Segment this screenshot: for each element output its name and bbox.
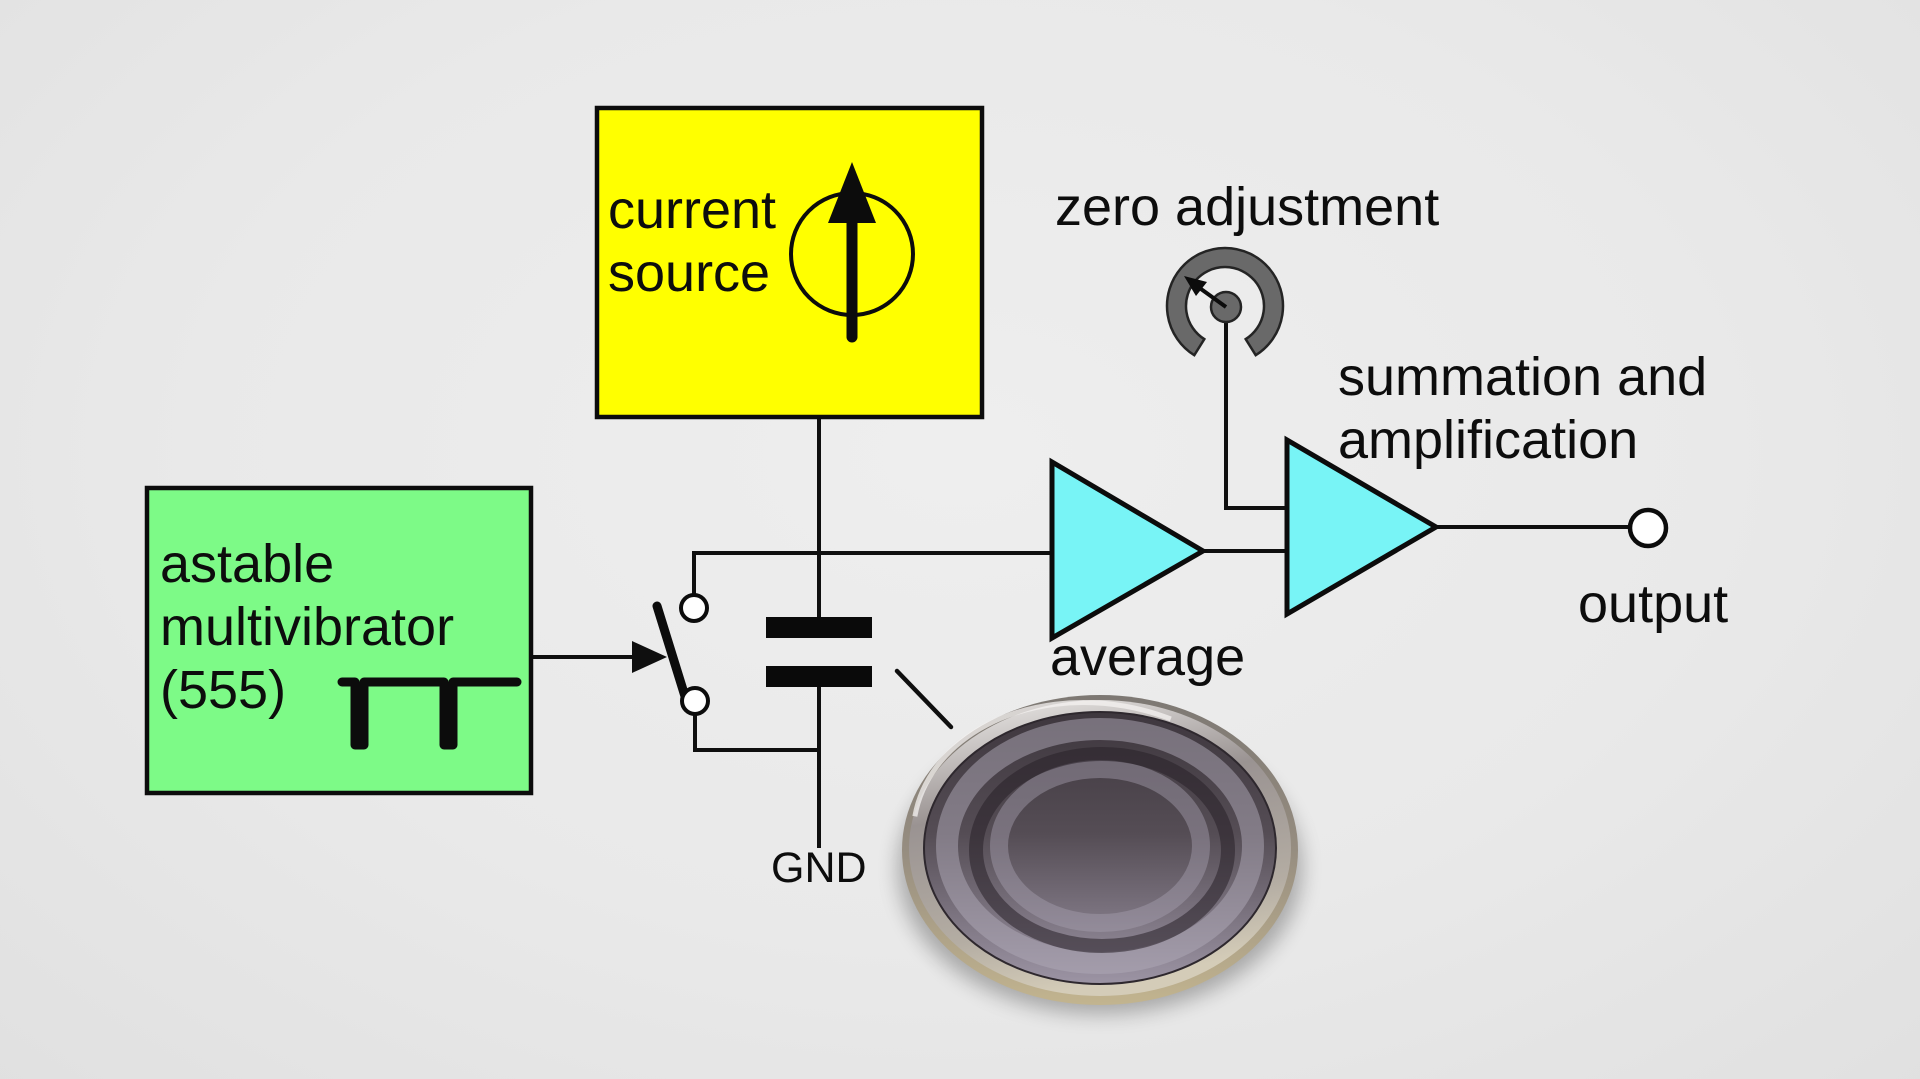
average-label: average bbox=[1050, 627, 1246, 687]
capacitor-icon bbox=[766, 617, 872, 687]
knob-needle bbox=[1199, 287, 1228, 309]
current-source-box bbox=[594, 105, 985, 420]
gnd-label: GND bbox=[771, 844, 867, 892]
summation-amplifier-icon bbox=[1284, 435, 1441, 619]
switch-drive-arrowhead bbox=[632, 641, 667, 673]
knob-needle-arrowhead bbox=[1184, 276, 1207, 296]
wire-switch-top-to-average bbox=[692, 551, 1052, 596]
wire-knob-to-summation bbox=[1224, 320, 1287, 510]
pointer-line-to-disc bbox=[894, 668, 954, 730]
knob-ring bbox=[1165, 246, 1285, 357]
switch-bottom-contact bbox=[680, 686, 710, 716]
average-amplifier-icon bbox=[1049, 457, 1208, 643]
current-source-icon bbox=[789, 162, 915, 343]
disc-outer-ridge bbox=[936, 718, 1264, 974]
capacitor-bottom-plate bbox=[766, 666, 872, 687]
astable-multivibrator-label: astable multivibrator (555) bbox=[160, 534, 455, 720]
switch-icon bbox=[632, 593, 710, 716]
current-source-label: current source bbox=[608, 180, 777, 303]
output-label: output bbox=[1578, 574, 1729, 634]
disc-highlight bbox=[910, 700, 1290, 998]
pulse-waveform-icon bbox=[337, 677, 522, 750]
zero-adjustment-knob-icon bbox=[1165, 246, 1285, 357]
astable-multivibrator-box bbox=[144, 485, 534, 796]
zero-adjustment-label: zero adjustment bbox=[1055, 177, 1440, 237]
switch-lever bbox=[652, 601, 693, 711]
wires bbox=[531, 320, 1631, 848]
output-terminal-icon bbox=[1627, 507, 1669, 549]
disc-inner-ridge bbox=[990, 760, 1210, 932]
summation-amplification-label: summation and amplification bbox=[1338, 347, 1708, 470]
capacitor-top-plate bbox=[766, 617, 872, 638]
metal-disc-photo bbox=[898, 695, 1302, 1014]
disc-groove bbox=[969, 747, 1235, 953]
wire-switch-bottom-to-ground bbox=[693, 714, 819, 752]
switch-top-contact bbox=[679, 593, 709, 623]
